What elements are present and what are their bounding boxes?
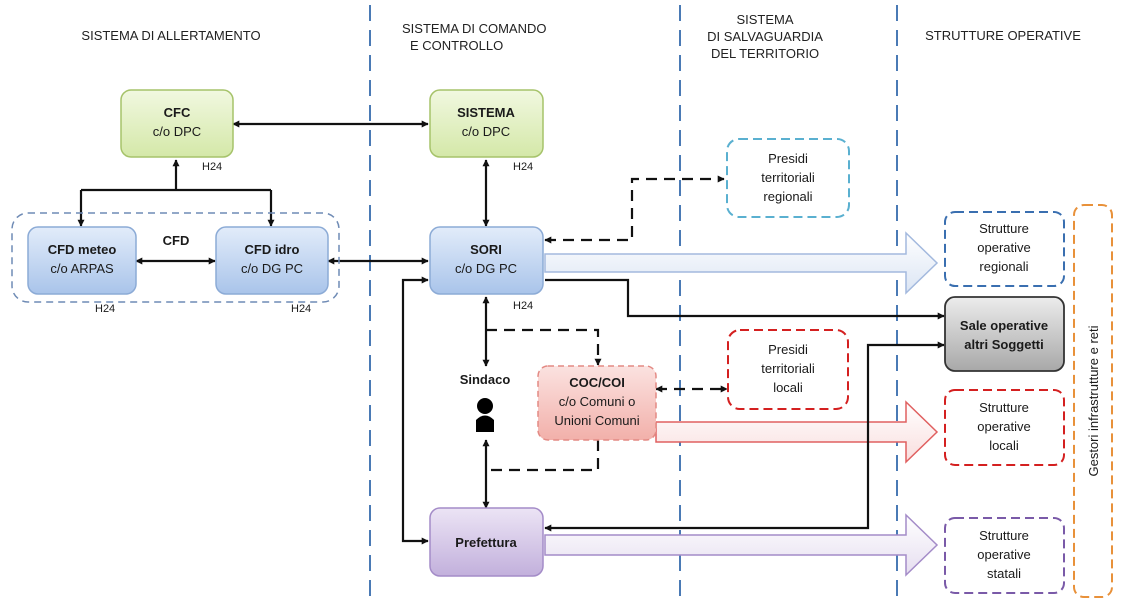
node-cfd-idro[interactable]: CFD idro c/o DG PC	[215, 226, 329, 295]
header-salvaguardia-line1: SISTEMA	[736, 12, 793, 27]
connector-sori-coc	[486, 328, 602, 366]
sori-h24: H24	[513, 300, 533, 312]
sale-line2: altri Soggetti	[964, 337, 1043, 352]
strutt-loc-line3: locali	[989, 438, 1019, 453]
cfc-title: CFC	[164, 105, 191, 120]
strutt-reg-line1: Strutture	[979, 221, 1029, 236]
prefettura-title: Prefettura	[455, 535, 517, 550]
cfd-meteo-sub: c/o ARPAS	[50, 261, 114, 276]
coc-title: COC/COI	[569, 375, 625, 390]
presidi-reg-line3: regionali	[763, 189, 812, 204]
node-strutture-regionali[interactable]: Strutture operative regionali	[944, 211, 1065, 287]
presidi-reg-line2: territoriali	[761, 170, 815, 185]
block-arrow-coc-to-strutture-locali	[655, 400, 939, 464]
node-strutture-statali[interactable]: Strutture operative statali	[944, 517, 1065, 594]
sistema-h24: H24	[513, 161, 533, 173]
dashed-connectors	[486, 175, 728, 472]
presidi-loc-line3: locali	[773, 380, 803, 395]
gestori-label: Gestori infrastrutture e reti	[1086, 325, 1101, 476]
node-cfd-meteo[interactable]: CFD meteo c/o ARPAS	[27, 226, 137, 295]
block-arrow-sori-to-strutture-regionali	[544, 231, 939, 295]
header-salvaguardia-line2: DI SALVAGUARDIA	[707, 29, 823, 44]
cfc-h24: H24	[202, 161, 222, 173]
cfd-idro-sub: c/o DG PC	[241, 261, 303, 276]
cfd-meteo-h24: H24	[95, 303, 115, 315]
cfd-idro-title: CFD idro	[245, 242, 300, 257]
sindaco-label: Sindaco	[460, 372, 511, 387]
node-cfc[interactable]: CFC c/o DPC	[120, 89, 234, 158]
strutt-stat-line1: Strutture	[979, 528, 1029, 543]
header-salvaguardia-line3: DEL TERRITORIO	[711, 46, 819, 61]
strutt-loc-line1: Strutture	[979, 400, 1029, 415]
strutt-reg-line2: operative	[977, 240, 1030, 255]
cfd-idro-h24: H24	[291, 303, 311, 315]
cfd-group-box	[11, 212, 340, 303]
strutt-stat-line2: operative	[977, 547, 1030, 562]
sori-sub: c/o DG PC	[455, 261, 517, 276]
node-sale-operative[interactable]: Sale operative altri Soggetti	[944, 296, 1065, 372]
node-prefettura[interactable]: Prefettura	[429, 507, 544, 577]
strutt-stat-line3: statali	[987, 566, 1021, 581]
presidi-loc-line1: Presidi	[768, 342, 808, 357]
cfc-sub: c/o DPC	[153, 124, 201, 139]
sistema-title: SISTEMA	[457, 105, 515, 120]
connectors	[77, 120, 945, 545]
node-coc-coi[interactable]: COC/COI c/o Comuni o Unioni Comuni	[537, 365, 657, 441]
node-gestori[interactable]: Gestori infrastrutture e reti	[1073, 204, 1113, 598]
coc-line3: Unioni Comuni	[554, 413, 639, 428]
sindaco-person-icon	[476, 398, 494, 432]
block-arrow-prefettura-to-strutture-statali	[544, 513, 939, 577]
header-allertamento: SISTEMA DI ALLERTAMENTO	[81, 28, 260, 43]
node-presidi-regionali[interactable]: Presidi territoriali regionali	[726, 138, 850, 218]
header-strutture: STRUTTURE OPERATIVE	[925, 28, 1081, 43]
cfd-meteo-title: CFD meteo	[48, 242, 117, 257]
strutt-reg-line3: regionali	[979, 259, 1028, 274]
connector-coc-prefettura	[486, 440, 600, 472]
sale-line1: Sale operative	[960, 318, 1048, 333]
presidi-reg-line1: Presidi	[768, 151, 808, 166]
node-sori[interactable]: SORI c/o DG PC	[429, 226, 544, 295]
header-comando-line1: SISTEMA DI COMANDO	[402, 21, 546, 36]
coc-line2: c/o Comuni o	[559, 394, 636, 409]
node-strutture-locali[interactable]: Strutture operative locali	[944, 389, 1065, 466]
presidi-loc-line2: territoriali	[761, 361, 815, 376]
cfd-group-label: CFD	[163, 233, 190, 248]
sistema-sub: c/o DPC	[462, 124, 510, 139]
header-comando-line2: E CONTROLLO	[410, 38, 503, 53]
connector-sori-prefettura-loop	[401, 276, 429, 545]
connector-prefettura-sale	[544, 341, 945, 532]
strutt-loc-line2: operative	[977, 419, 1030, 434]
connector-sori-sale	[545, 278, 945, 320]
node-sistema[interactable]: SISTEMA c/o DPC	[429, 89, 544, 158]
node-presidi-locali[interactable]: Presidi territoriali locali	[727, 329, 849, 410]
connector-sori-presidi-regionali	[544, 175, 725, 244]
sori-title: SORI	[470, 242, 502, 257]
